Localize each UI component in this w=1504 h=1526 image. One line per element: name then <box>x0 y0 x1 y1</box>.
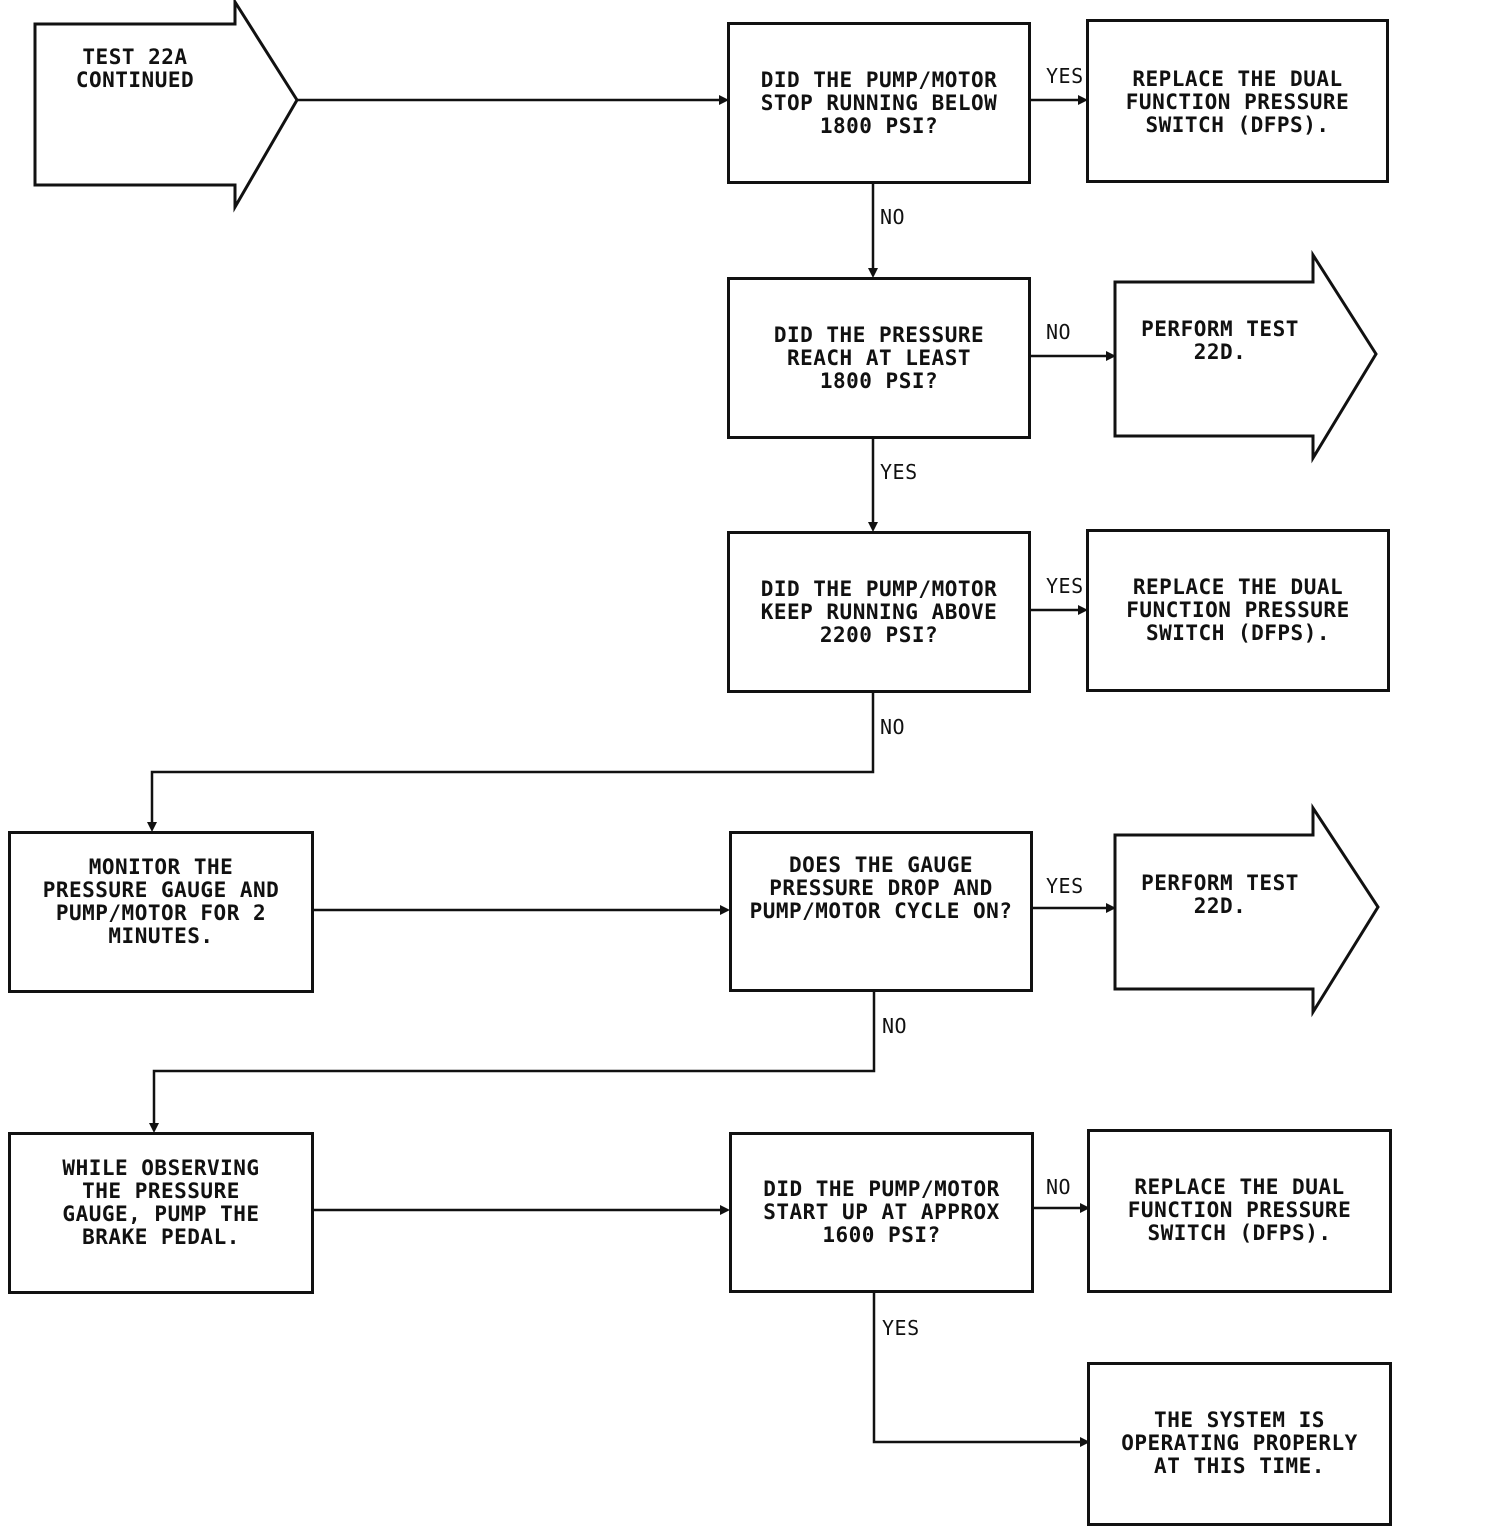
perform-test-node-1: PERFORM TEST 22D. <box>1115 318 1365 378</box>
edge-label-no: NO <box>880 715 906 739</box>
edge-label-no: NO <box>1046 320 1072 344</box>
result-label: THE SYSTEM IS OPERATING PROPERLY AT THIS… <box>1121 1408 1358 1478</box>
decision-label: DID THE PUMP/MOTOR STOP RUNNING BELOW 18… <box>760 67 998 138</box>
decision-label: DID THE PUMP/MOTOR START UP AT APPROX 16… <box>763 1177 1000 1247</box>
edge-label-yes: YES <box>1046 574 1084 598</box>
decision-label: DID THE PRESSURE REACH AT LEAST 1800 PSI… <box>773 322 985 393</box>
arrowhead <box>147 822 157 832</box>
action-label: WHILE OBSERVING THE PRESSURE GAUGE, PUMP… <box>62 1156 260 1249</box>
edge-label-yes: YES <box>1046 64 1084 88</box>
result-replace-dfps-2: REPLACE THE DUAL FUNCTION PRESSURE SWITC… <box>1086 529 1390 692</box>
perform-test-node-2: PERFORM TEST 22D. <box>1115 872 1365 932</box>
arrowhead <box>719 95 729 105</box>
arrowhead <box>149 1123 159 1133</box>
decision-gauge-drop: DOES THE GAUGE PRESSURE DROP AND PUMP/MO… <box>729 831 1033 992</box>
start-arrow-shape <box>33 0 299 213</box>
edge-q5-end <box>872 1292 1082 1444</box>
perform-test-label: PERFORM TEST 22D. <box>1141 317 1299 364</box>
perform-test-label: PERFORM TEST 22D. <box>1141 871 1299 918</box>
perform-test-arrow-2-shape <box>1113 802 1380 1018</box>
arrowhead <box>1106 351 1116 361</box>
edge-label-yes: YES <box>882 1316 920 1340</box>
arrowhead <box>868 268 878 278</box>
result-label: REPLACE THE DUAL FUNCTION PRESSURE SWITC… <box>1125 67 1350 137</box>
start-node: TEST 22A CONTINUED <box>35 46 235 126</box>
perform-test-arrow-1-shape <box>1113 249 1378 464</box>
arrowhead <box>720 905 730 915</box>
arrowhead <box>1080 1437 1090 1447</box>
decision-keep-running-2200: DID THE PUMP/MOTOR KEEP RUNNING ABOVE 22… <box>727 531 1031 693</box>
arrowhead <box>868 522 878 532</box>
edge-label-yes: YES <box>1046 874 1084 898</box>
decision-stop-below-1800: DID THE PUMP/MOTOR STOP RUNNING BELOW 18… <box>727 22 1031 184</box>
arrowhead <box>1080 1203 1090 1213</box>
result-label: REPLACE THE DUAL FUNCTION PRESSURE SWITC… <box>1127 1175 1352 1245</box>
result-label: REPLACE THE DUAL FUNCTION PRESSURE SWITC… <box>1126 575 1350 645</box>
arrowhead <box>1078 605 1088 615</box>
decision-reach-1800: DID THE PRESSURE REACH AT LEAST 1800 PSI… <box>727 277 1031 439</box>
edge-q3-a1 <box>150 692 875 824</box>
edge-label-no: NO <box>882 1014 908 1038</box>
arrowhead <box>1078 95 1088 105</box>
arrowhead <box>1106 903 1116 913</box>
start-node-label: TEST 22A CONTINUED <box>75 45 195 92</box>
decision-label: DID THE PUMP/MOTOR KEEP RUNNING ABOVE 22… <box>760 576 998 647</box>
action-monitor-gauge: MONITOR THE PRESSURE GAUGE AND PUMP/MOTO… <box>8 831 314 993</box>
result-system-ok: THE SYSTEM IS OPERATING PROPERLY AT THIS… <box>1087 1362 1392 1526</box>
result-replace-dfps-3: REPLACE THE DUAL FUNCTION PRESSURE SWITC… <box>1087 1129 1392 1293</box>
arrowhead <box>720 1205 730 1215</box>
action-pump-brake-pedal: WHILE OBSERVING THE PRESSURE GAUGE, PUMP… <box>8 1132 314 1294</box>
edge-label-no: NO <box>880 205 906 229</box>
decision-label: DOES THE GAUGE PRESSURE DROP AND PUMP/MO… <box>749 853 1013 923</box>
edge-q4-a2 <box>152 991 876 1125</box>
result-replace-dfps-1: REPLACE THE DUAL FUNCTION PRESSURE SWITC… <box>1086 19 1389 183</box>
action-label: MONITOR THE PRESSURE GAUGE AND PUMP/MOTO… <box>42 855 280 948</box>
decision-start-1600: DID THE PUMP/MOTOR START UP AT APPROX 16… <box>729 1132 1034 1293</box>
edge-label-no: NO <box>1046 1175 1072 1199</box>
edge-label-yes: YES <box>880 460 918 484</box>
